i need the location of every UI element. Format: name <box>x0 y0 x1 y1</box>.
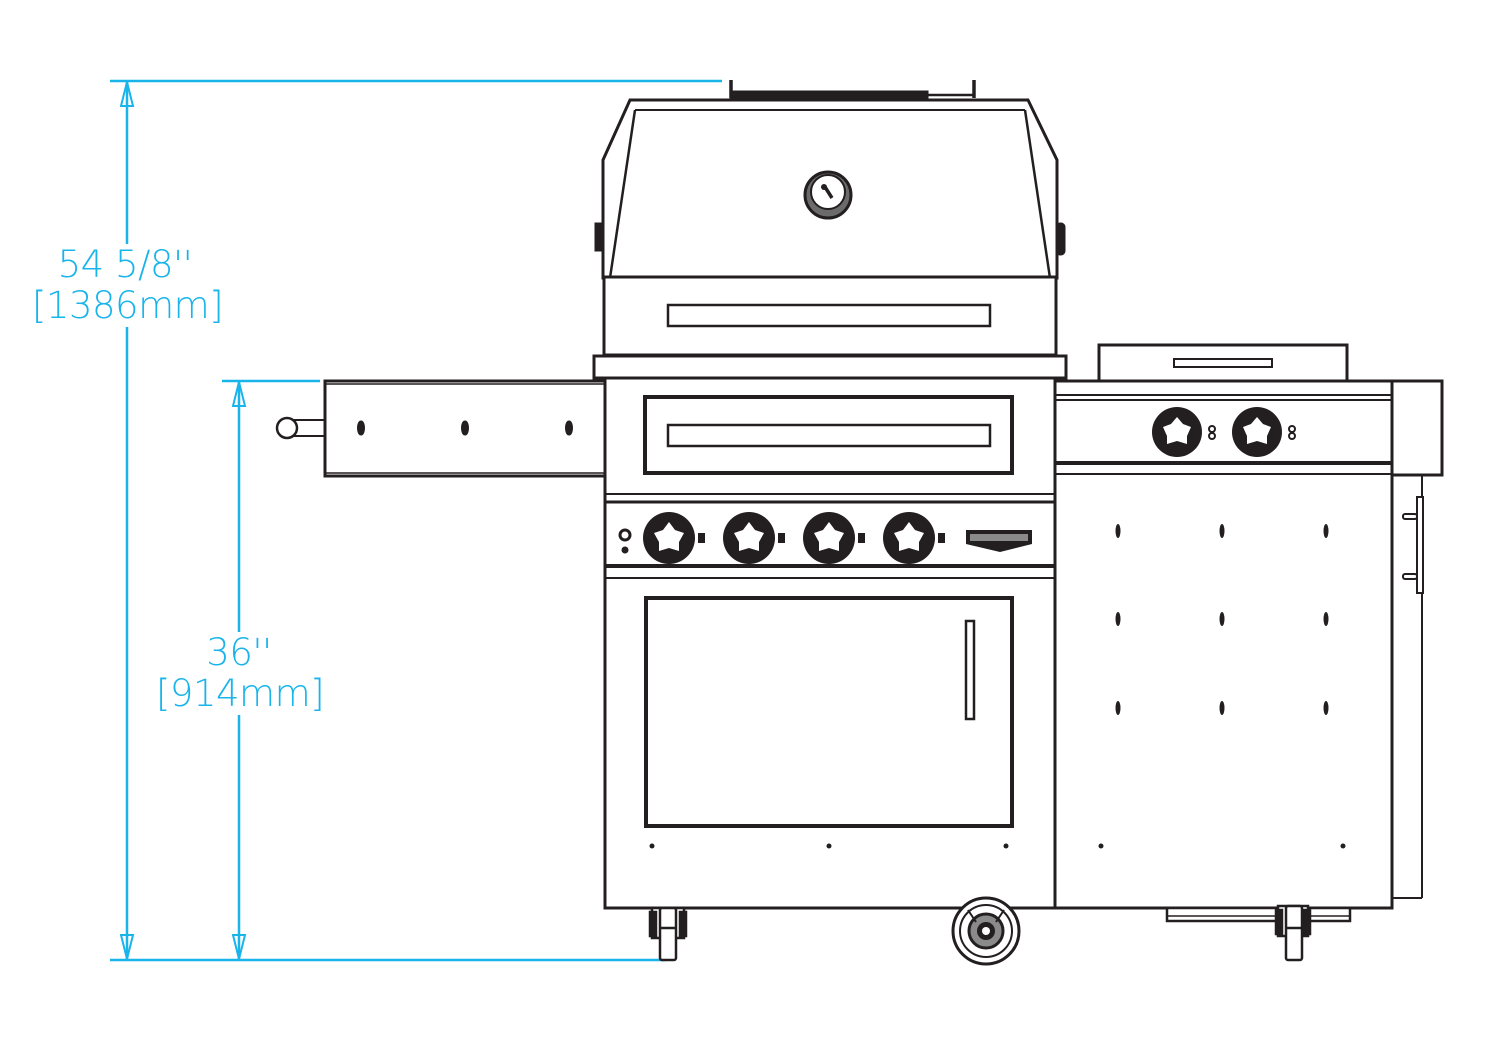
side-burner-cabinet <box>1053 343 1444 910</box>
knob-icon <box>723 512 785 564</box>
knob-icon <box>883 512 945 564</box>
knob-icon <box>643 512 705 564</box>
counter-height-imperial: 36'' <box>206 631 272 674</box>
left-side-shelf <box>275 379 607 478</box>
knob-icon <box>1232 407 1296 457</box>
cabinet-vent-slots <box>1098 524 1346 849</box>
dimension-arrowheads <box>119 81 247 960</box>
side-burner-knobs <box>1152 407 1296 457</box>
caster-left <box>648 906 688 962</box>
caster-right <box>1165 904 1352 962</box>
grill-hood <box>592 80 1068 380</box>
counter-height-label: 36'' [914mm] <box>156 631 325 716</box>
total-height-label: 54 5/8'' [1386mm] <box>32 243 224 328</box>
lid-thermometer <box>803 170 853 220</box>
brand-badge-icon <box>966 530 1032 552</box>
ignition-button <box>618 528 632 554</box>
knob-icon <box>803 512 865 564</box>
main-burner-knobs <box>643 512 945 564</box>
caster-center-wheel <box>951 896 1021 966</box>
total-height-imperial: 54 5/8'' <box>57 243 193 286</box>
counter-height-metric: [914mm] <box>156 672 325 716</box>
main-cart <box>603 376 1057 910</box>
total-height-metric: [1386mm] <box>32 284 224 328</box>
knob-icon <box>1152 407 1216 457</box>
